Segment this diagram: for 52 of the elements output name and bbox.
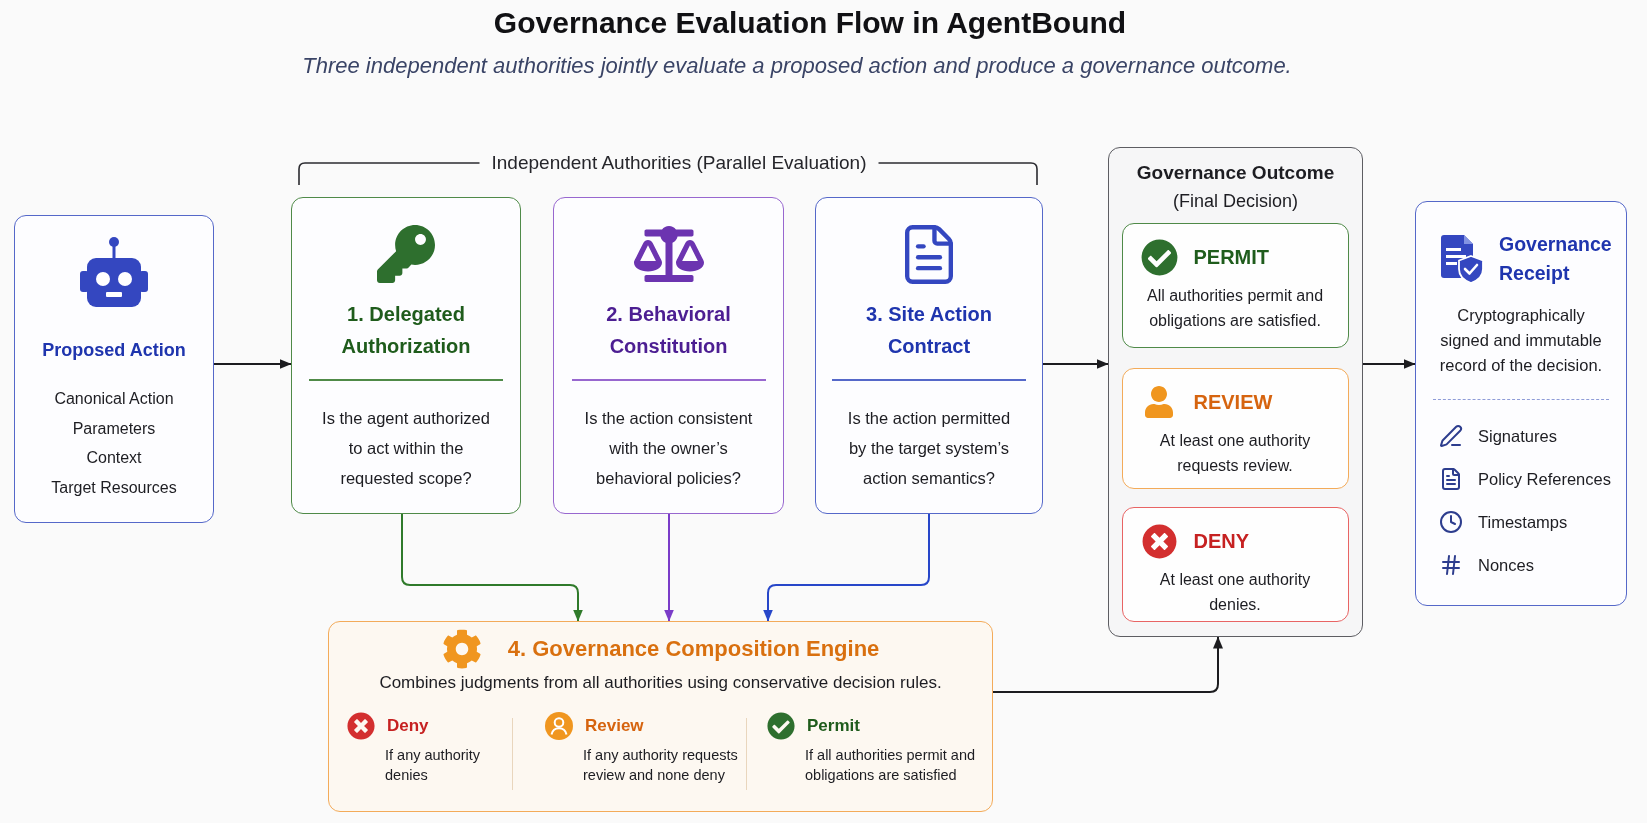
question-text: Is the action consistent with the owner’s behavioral policies? [583,407,754,489]
rule-name: Review [585,715,644,737]
authority-card [815,197,1043,514]
list-item: Context [86,448,142,469]
decision-text: At least one authority requests review. [1158,430,1312,476]
engine-panel [328,621,993,812]
list-item: Signatures [1478,426,1557,447]
list-item: Parameters [72,418,156,439]
arrow [401,513,583,622]
card-title: Governance Receipt [1499,232,1613,286]
card-description: Cryptographically signed and immutable record of the decision. [1438,305,1604,376]
arrow [664,513,674,622]
arrow [1362,359,1416,369]
card-title: 2. Behavioral Constitution [605,302,732,359]
decision-text: All authorities permit and obligations are satisfied. [1145,285,1325,331]
panel-title: 4. Governance Composition Engine [507,635,880,663]
card-title: 1. Delegated Authorization [340,302,472,359]
decision-label: DENY [1193,529,1250,554]
decision-card [1121,222,1349,348]
panel-description: Combines judgments from all authorities using conservative decision rules. [379,672,942,694]
rule-name: Permit [807,715,860,737]
list-item: Canonical Action [54,389,174,409]
diagram-title: Governance Evaluation Flow in AgentBound [493,5,1127,41]
panel-subtitle: (Final Decision) [1172,190,1298,213]
authority-card [553,197,784,514]
arrow [992,636,1223,693]
diagram-subtitle: Three independent authorities jointly evaluate a proposed action and produce a governance outcome. [302,52,1292,80]
decision-label: PERMIT [1193,245,1270,270]
card-title: 3. Site Action Contract [865,302,993,359]
outcome-panel [1108,147,1363,637]
receipt-card [1415,201,1627,606]
action-card [14,215,214,523]
rule-text: If all authorities permit and obligations are satisfied [805,746,977,785]
rule-text: If any authority requests review and none deny [583,746,739,785]
list-item: Policy References [1478,469,1611,490]
rule-name: Deny [387,715,429,737]
arrow [763,513,930,622]
question-text: Is the action permitted by the target system’s action semantics? [846,407,1012,489]
list-item: Target Resources [51,477,177,498]
authority-card [291,197,521,514]
list-item: Timestamps [1478,512,1568,533]
panel-title: Governance Outcome [1136,161,1335,185]
rule-text: If any authority denies [385,746,482,785]
list-item: Nonces [1478,555,1534,576]
arrow [213,359,292,369]
decision-label: REVIEW [1193,390,1273,415]
question-text: Is the agent authorized to act within the requested scope? [321,407,491,489]
arrow [1042,359,1109,369]
decision-card [1121,506,1349,622]
decision-text: At least one authority denies. [1158,569,1312,615]
decision-card [1121,367,1349,489]
card-title: Proposed Action [42,339,186,362]
